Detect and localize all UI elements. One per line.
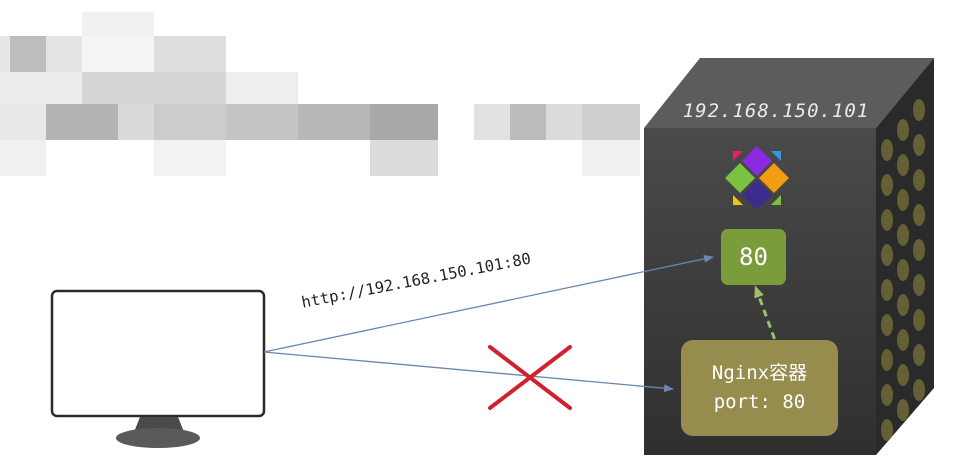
pixel-block <box>154 36 226 72</box>
server-top-face <box>644 58 934 128</box>
monitor-base <box>116 428 200 448</box>
container-port-label: port: 80 <box>713 391 806 413</box>
pixel-block <box>10 36 46 72</box>
pixel-block <box>46 36 82 72</box>
red-x-icon <box>488 345 572 410</box>
pixel-block <box>0 104 46 140</box>
monitor-neck <box>134 417 184 432</box>
pixel-block <box>226 104 298 140</box>
pixel-block <box>0 36 10 72</box>
pixel-block <box>474 104 510 140</box>
request-arrow-to-host-port <box>263 254 714 353</box>
pixel-block <box>154 140 226 176</box>
pixel-block <box>298 104 370 140</box>
pixel-block <box>0 140 46 176</box>
vent-holes-icon <box>881 99 925 441</box>
pixel-block <box>370 104 438 140</box>
monitor-frame <box>50 289 266 418</box>
pixel-block <box>510 104 546 140</box>
pixel-block <box>82 36 154 72</box>
host-port-box: 80 <box>721 229 786 285</box>
server-ip-label: 192.168.150.101 <box>682 100 870 122</box>
container-name-label: Nginx容器 <box>711 362 808 384</box>
pixel-block <box>582 104 640 140</box>
pixel-block <box>118 104 154 140</box>
pixel-block <box>154 104 226 140</box>
pixel-block <box>82 72 226 104</box>
pixel-block <box>546 104 582 140</box>
nginx-container-box: Nginx容器 port: 80 <box>681 340 838 436</box>
request-arrow-to-container <box>263 351 674 393</box>
pixel-block <box>226 72 298 104</box>
pixel-block <box>582 140 640 176</box>
pixel-block <box>82 12 154 36</box>
monitor-icon <box>50 289 266 448</box>
pixel-block <box>46 104 118 140</box>
pixel-block <box>370 140 438 176</box>
pixel-block <box>0 72 82 104</box>
docker-cube-logo <box>725 146 789 210</box>
